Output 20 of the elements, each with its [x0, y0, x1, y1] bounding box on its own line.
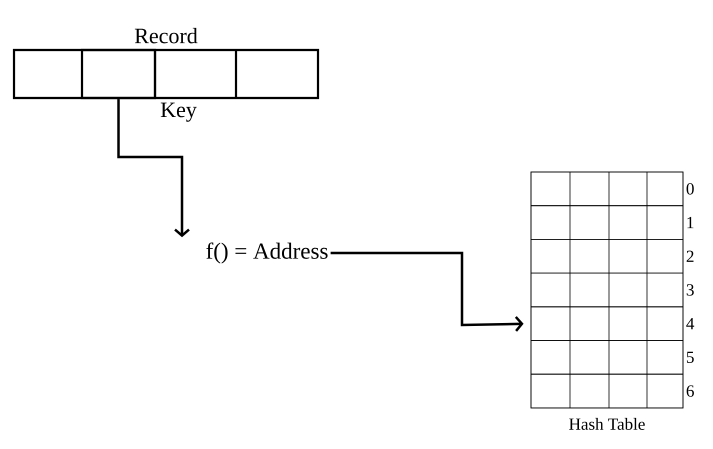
- table-row: 2: [530, 238, 694, 274]
- arrow: [330, 252, 524, 332]
- table-row: 3: [530, 272, 694, 308]
- node-label: 6: [686, 385, 694, 397]
- node-label: Hash Table: [569, 418, 645, 430]
- node-label: 1: [687, 216, 694, 228]
- hash-function-text: f() = Address: [206, 242, 328, 264]
- node-label: 3: [686, 284, 694, 296]
- node-label: 4: [686, 318, 694, 330]
- node-label: Key: [160, 102, 197, 122]
- node-label: 5: [686, 352, 694, 363]
- node-label: Record: [134, 28, 198, 44]
- table-row: 1: [530, 205, 694, 240]
- node-label: 0: [686, 183, 694, 195]
- table-row: 5: [530, 340, 694, 375]
- node-label: 2: [686, 250, 694, 262]
- arrow: [117, 99, 190, 238]
- table-row: 6: [530, 374, 694, 408]
- table-row: 0: [530, 172, 694, 206]
- table-row: 4: [530, 306, 694, 341]
